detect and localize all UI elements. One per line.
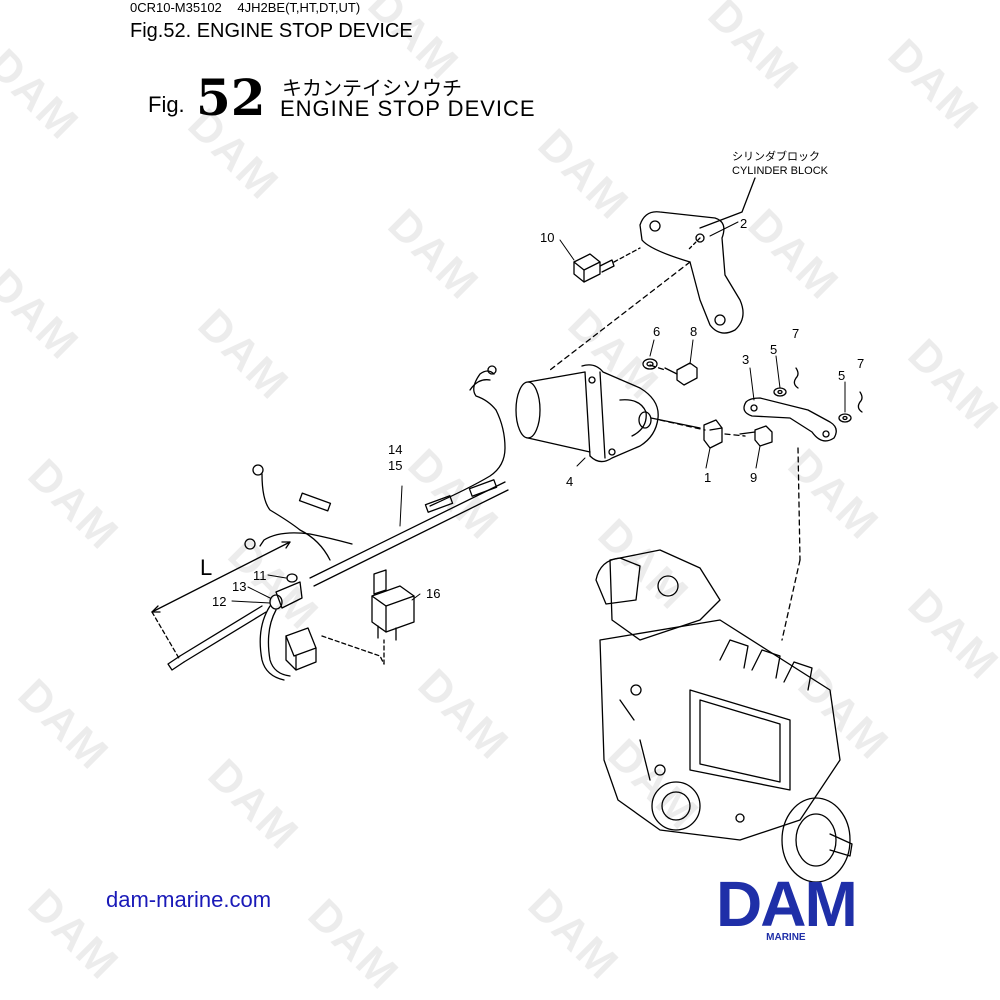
figure-title-jp: キカンテイシソウチ [282, 78, 462, 100]
callout-number: 5 [770, 342, 777, 357]
callout-number: 2 [740, 216, 747, 231]
bolt-part [573, 247, 641, 283]
joint-part [703, 419, 723, 449]
dimension-label: L [200, 555, 212, 580]
figure-title-en: ENGINE STOP DEVICE [280, 96, 536, 121]
doc-code-line: 0CR10-M35102 4JH2BE(T,HT,DT,UT) [130, 0, 372, 15]
callout-number: 9 [750, 470, 757, 485]
callout-leaders [231, 221, 846, 604]
callout-number: 13 [232, 579, 246, 594]
bolt-part [664, 362, 698, 386]
figure-prefix: Fig. [148, 92, 185, 117]
cylinder-block-label: CYLINDER BLOCK [732, 165, 829, 177]
relay-part [321, 569, 415, 665]
connector-part [259, 573, 317, 681]
dam-logo: DAM MARINE [716, 868, 858, 943]
callout-number: 12 [212, 594, 226, 609]
callout-number: 6 [653, 324, 660, 339]
callout-number: 10 [540, 230, 554, 245]
cable-part [167, 605, 267, 671]
washer-part [642, 358, 658, 370]
lever-part [743, 397, 837, 442]
callout-number: 15 [388, 458, 402, 473]
callout-number: 1 [704, 470, 711, 485]
cylinder-block-leader [699, 177, 756, 229]
website-link[interactable]: dam-marine.com [106, 887, 272, 912]
injection-pump [595, 549, 853, 883]
callout-number: 7 [792, 326, 799, 341]
bolt-part [739, 425, 773, 447]
callout-number: 16 [426, 586, 440, 601]
dimension-line [151, 541, 291, 661]
callout-number: 5 [838, 368, 845, 383]
doc-model: 4JH2BE(T,HT,DT,UT) [237, 0, 361, 15]
solenoid-part [515, 364, 701, 463]
cylinder-block-label-jp: シリンダブロック [732, 149, 820, 163]
callout-number: 14 [388, 442, 402, 457]
doc-code: 0CR10-M35102 [130, 0, 222, 15]
callout-number: 7 [857, 356, 864, 371]
figure-number: 52 [196, 68, 266, 127]
callout-number: 8 [690, 324, 697, 339]
bracket-part [639, 211, 744, 334]
logo-wordmark: DAM [716, 868, 858, 940]
clip-part [793, 367, 863, 413]
logo-subtitle: MARINE [766, 932, 806, 943]
callout-number: 3 [742, 352, 749, 367]
callout-number: 11 [253, 568, 267, 583]
wire-harness [244, 365, 509, 587]
page-title: Fig.52. ENGINE STOP DEVICE [130, 20, 413, 42]
callout-number: 4 [566, 474, 573, 489]
